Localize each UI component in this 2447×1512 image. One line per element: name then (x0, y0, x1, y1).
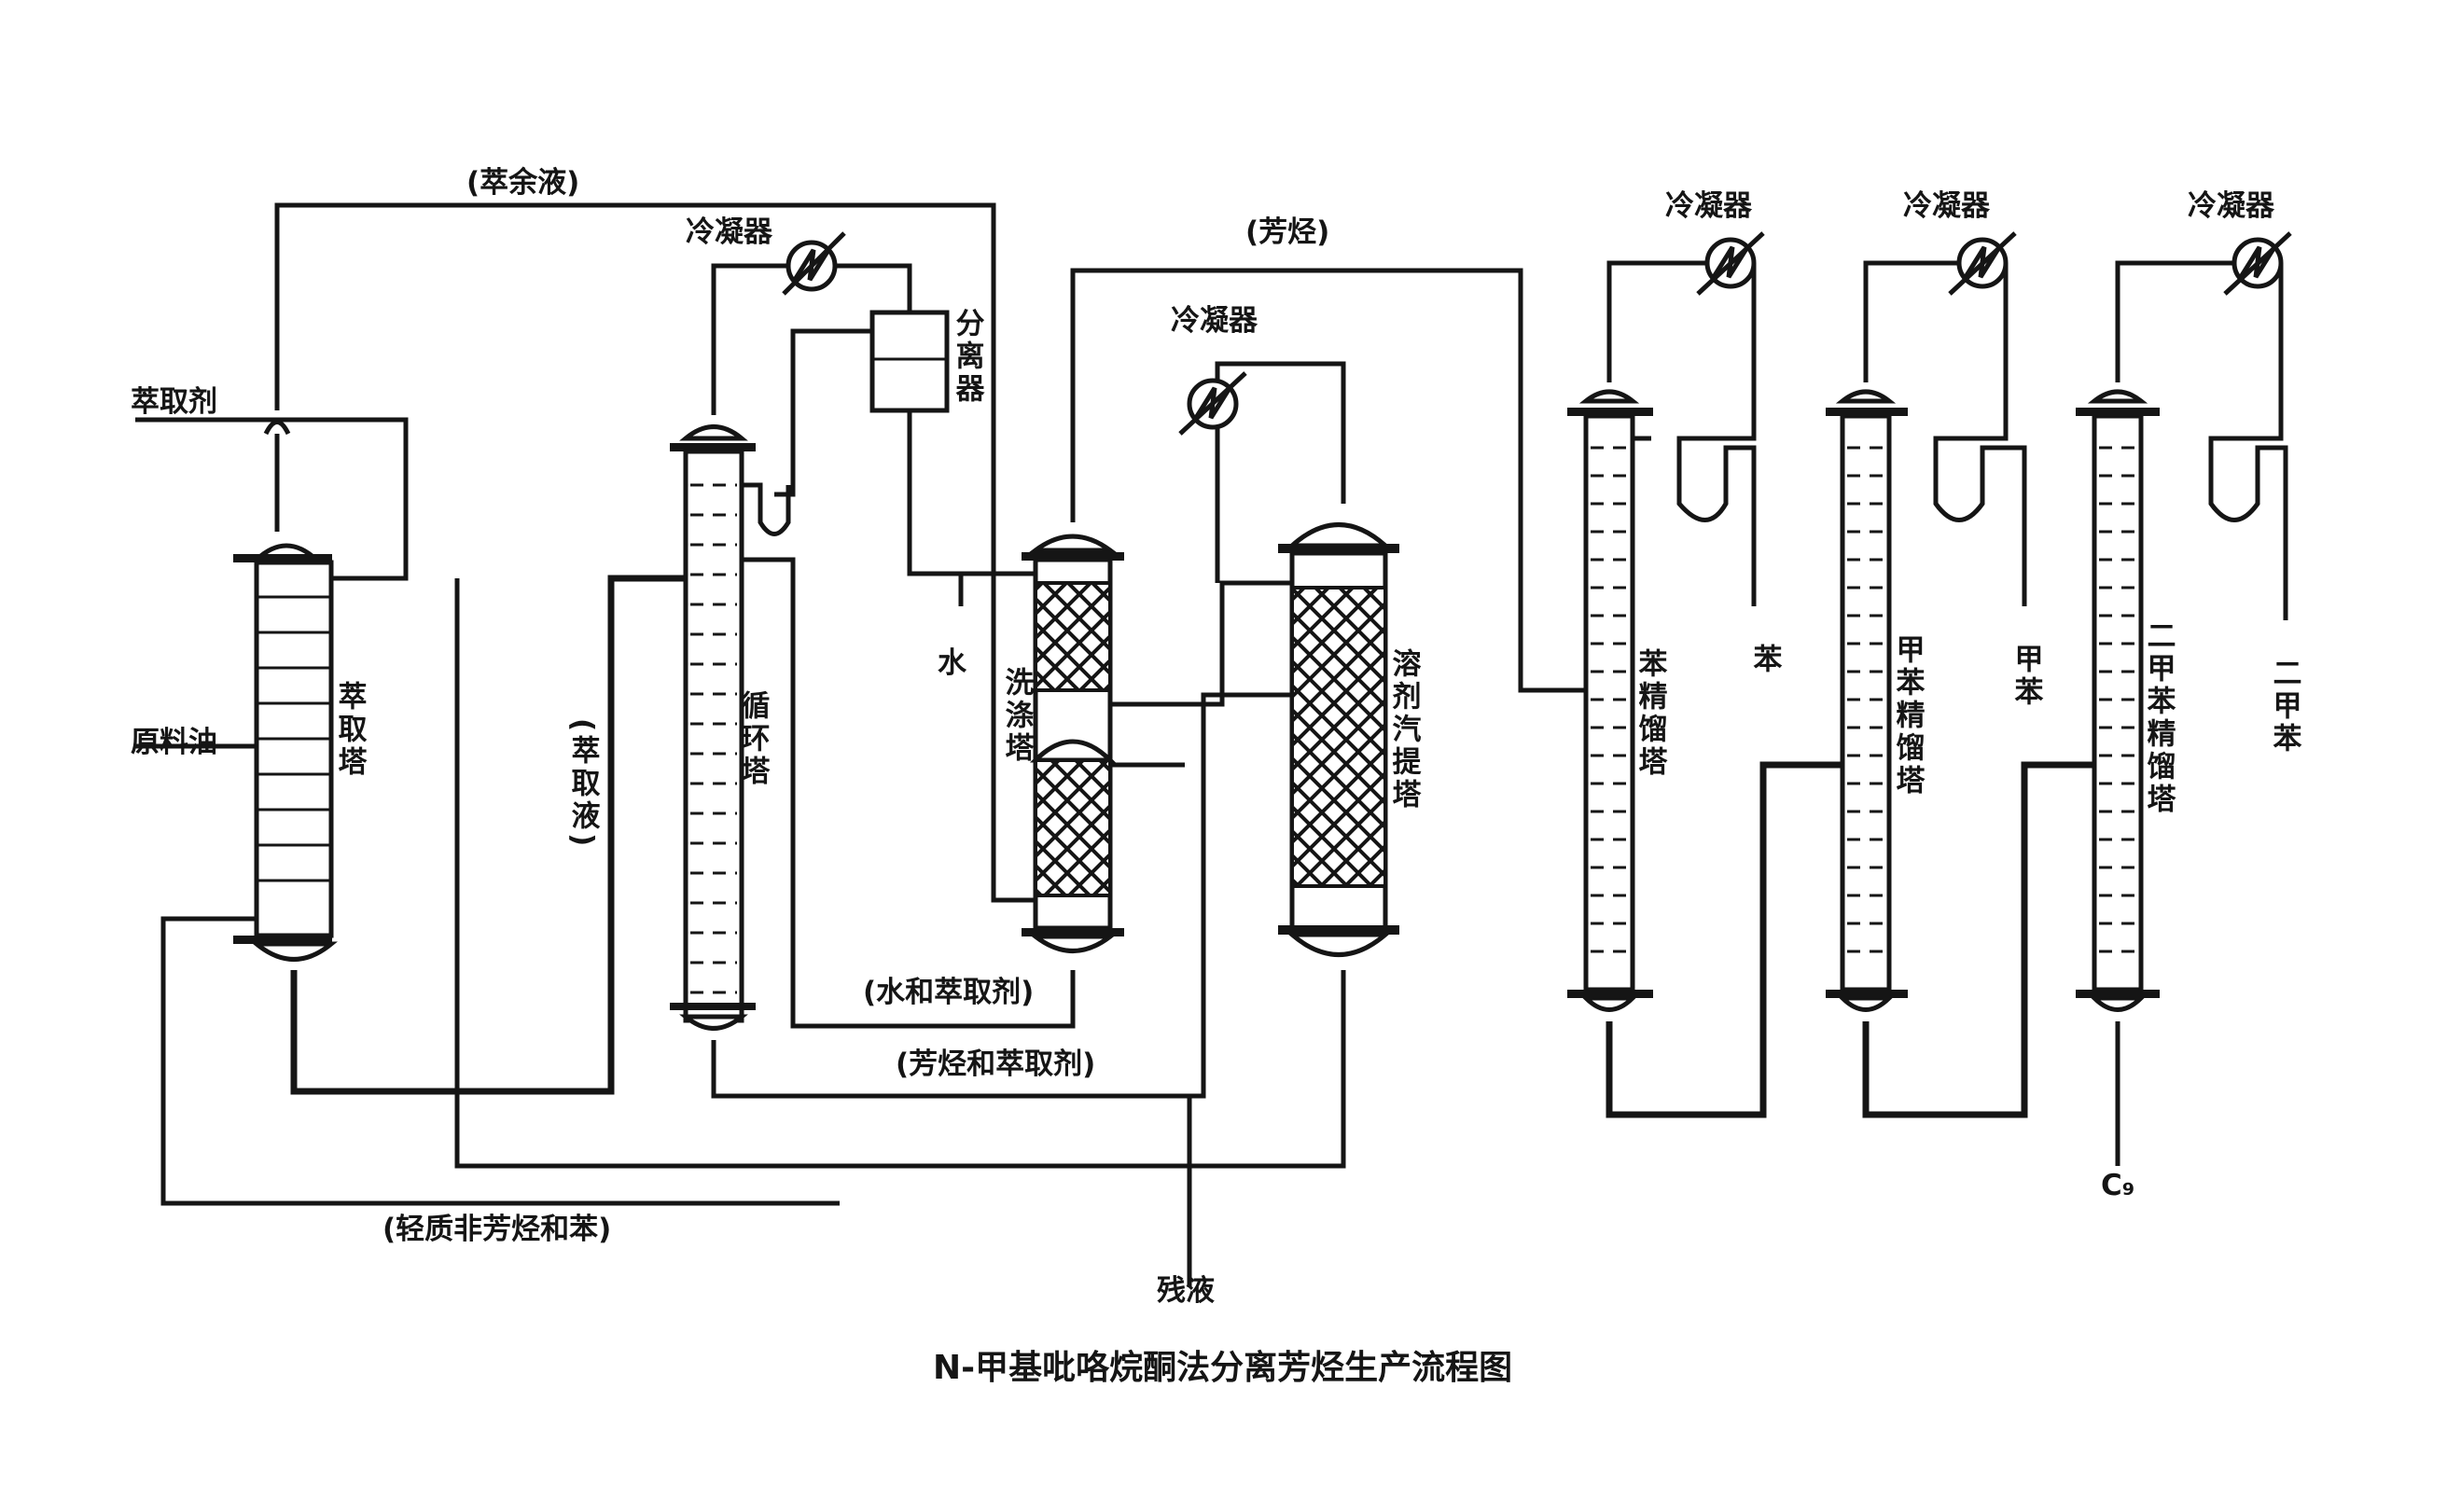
toluene-column-label: 甲苯精馏塔 (1890, 634, 1925, 798)
washing-tower (1022, 534, 1124, 953)
separator-vessel (869, 310, 950, 413)
recycle-tower-label: 循环塔 (735, 690, 770, 788)
xylene-column-label: 二甲苯精馏塔 (2141, 620, 2176, 816)
extract-stream-label: (萃取液) (565, 718, 600, 851)
solvent-inlet-label: 萃取剂 (131, 385, 217, 419)
solvent-stripper (1278, 522, 1399, 957)
diagram-caption: N-甲基吡咯烷酮法分离芳烃生产流程图 (933, 1349, 1513, 1387)
condenser-benzene-label: 冷凝器 (1665, 189, 1752, 223)
piping-network (135, 202, 2288, 1287)
stripper-label: 溶剂汽提塔 (1386, 648, 1421, 811)
residue-product-label: 残液 (1157, 1274, 1215, 1308)
condenser-toluene-label: 冷凝器 (1903, 189, 1990, 223)
recycle-tower (670, 424, 756, 1031)
condenser-benzene (1696, 231, 1765, 296)
xylene-product-label: 二甲苯 (2267, 658, 2301, 756)
toluene-product-label: 甲苯 (2009, 644, 2043, 709)
light-nonaromatics-stream-label: (轻质非芳烃和苯) (382, 1213, 612, 1246)
aromatics-stream-label: (芳烃) (1245, 215, 1330, 249)
xylene-column (2076, 389, 2160, 1012)
extraction-tower (233, 543, 338, 962)
water-solvent-stream-label: (水和萃取剂) (863, 976, 1035, 1009)
washing-tower-label: 洗涤塔 (999, 667, 1034, 765)
benzene-column-label: 苯精馏塔 (1633, 648, 1667, 779)
condenser-xylene-label: 冷凝器 (2188, 189, 2274, 223)
raffinate-stream-label: (萃余液) (466, 166, 580, 200)
separator-label: 分离器 (950, 308, 984, 406)
water-inlet-label: 水 (938, 646, 966, 680)
benzene-column (1567, 389, 1653, 1012)
benzene-product-label: 苯 (1747, 644, 1782, 676)
aromatics-solvent-stream-label: (芳烃和萃取剂) (896, 1047, 1096, 1081)
feed-oil-inlet-label: 原料油 (131, 726, 217, 759)
extraction-tower-label: 萃取塔 (332, 681, 367, 779)
condenser-recycle-label: 冷凝器 (686, 215, 772, 249)
toluene-column (1826, 389, 1908, 1012)
condenser-stripper-label: 冷凝器 (1171, 304, 1258, 338)
c9-product-label: C₉ (2101, 1169, 2135, 1202)
condenser-stripper (1178, 371, 1247, 436)
